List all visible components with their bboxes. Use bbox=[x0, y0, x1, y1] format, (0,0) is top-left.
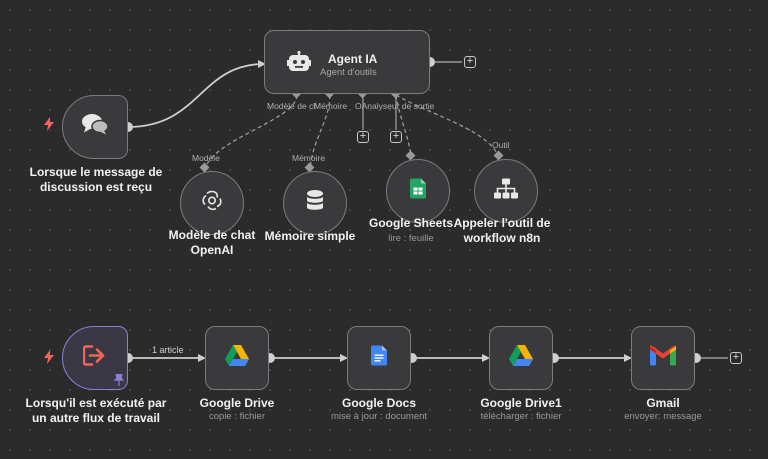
sign-in-icon bbox=[82, 345, 107, 372]
openai-chat-model-label: Modèle de chat OpenAI bbox=[169, 228, 256, 258]
google-drive-icon bbox=[509, 345, 533, 371]
add-tool-button[interactable]: + bbox=[390, 131, 402, 143]
gmail-icon bbox=[650, 345, 676, 371]
label-line: Modèle de chat bbox=[168, 228, 256, 242]
gmail-node[interactable] bbox=[631, 326, 695, 390]
google-drive-icon bbox=[225, 345, 249, 371]
agent-subtitle: Agent d'outils bbox=[320, 67, 377, 78]
google-drive1-label: Google Drive1 bbox=[480, 396, 562, 410]
arrow-head bbox=[198, 354, 206, 362]
call-workflow-tool-label: Appeler l'outil de workflow n8n bbox=[454, 216, 551, 246]
database-icon bbox=[306, 190, 324, 217]
tool-port-label: Outil bbox=[492, 140, 510, 150]
label-line: un autre flux de travail bbox=[31, 411, 161, 425]
robot-icon bbox=[287, 50, 311, 78]
sub-port bbox=[304, 162, 315, 173]
connection-memory bbox=[309, 94, 331, 171]
connection-model bbox=[204, 94, 298, 171]
label-line: workflow n8n bbox=[463, 231, 541, 245]
google-sheets-node[interactable] bbox=[386, 159, 450, 223]
sitemap-icon bbox=[494, 178, 518, 204]
pin-icon bbox=[113, 373, 125, 391]
chat-bubbles-icon bbox=[81, 113, 109, 142]
google-drive1-sublabel: télécharger : fichier bbox=[480, 411, 562, 422]
trigger-bolt-icon bbox=[44, 350, 54, 367]
google-drive-node[interactable] bbox=[205, 326, 269, 390]
subworkflow-trigger-label: Lorsqu'il est exécuté par un autre flux … bbox=[26, 396, 167, 426]
google-docs-label: Google Docs bbox=[341, 396, 417, 410]
label-line: Lorsque le message de bbox=[29, 165, 163, 179]
openai-chat-model-node[interactable] bbox=[180, 171, 244, 235]
google-sheets-sublabel: lire : feuille bbox=[388, 233, 434, 244]
google-docs-sublabel: mise à jour : document bbox=[330, 411, 428, 422]
item-count-label: 1 article bbox=[152, 345, 184, 355]
google-drive-label: Google Drive bbox=[199, 396, 275, 410]
sub-port bbox=[405, 150, 416, 161]
model-port-label: Modèle bbox=[192, 153, 220, 163]
google-drive1-node[interactable] bbox=[489, 326, 553, 390]
gmail-label: Gmail bbox=[646, 396, 680, 410]
add-parser-button[interactable]: + bbox=[357, 131, 369, 143]
trigger-bolt-icon bbox=[44, 117, 54, 134]
add-after-agent-button[interactable]: + bbox=[464, 56, 476, 68]
agent-title: Agent IA bbox=[328, 52, 378, 66]
agent-node[interactable] bbox=[264, 30, 430, 94]
memory-port-label: Mémoire bbox=[292, 153, 326, 163]
sub-port bbox=[199, 162, 210, 173]
agent-port-memory-label: Mémoire bbox=[314, 101, 348, 111]
arrow-head bbox=[340, 354, 348, 362]
label-line: Lorsqu'il est exécuté par bbox=[25, 396, 167, 410]
add-after-gmail-button[interactable]: + bbox=[730, 352, 742, 364]
subworkflow-trigger-node[interactable] bbox=[62, 326, 128, 390]
google-sheets-label: Google Sheets bbox=[368, 216, 454, 230]
chat-trigger-node[interactable] bbox=[62, 95, 128, 159]
simple-memory-label: Mémoire simple bbox=[264, 229, 356, 243]
call-workflow-tool-node[interactable] bbox=[474, 159, 538, 223]
label-line: discussion est reçu bbox=[39, 180, 153, 194]
gmail-sublabel: envoyer: message bbox=[624, 411, 702, 422]
label-line: OpenAI bbox=[190, 243, 234, 257]
arrow-head bbox=[624, 354, 632, 362]
sub-port bbox=[493, 150, 504, 161]
connection-chat-to-agent bbox=[127, 63, 265, 128]
agent-port-parser-label: OAnalyseur de sortie bbox=[355, 101, 435, 111]
google-drive-sublabel: copie : fichier bbox=[209, 411, 265, 422]
google-sheets-icon bbox=[410, 178, 426, 204]
google-docs-node[interactable] bbox=[347, 326, 411, 390]
openai-icon bbox=[201, 190, 223, 217]
arrow-head bbox=[258, 60, 266, 68]
label-line: Appeler l'outil de bbox=[453, 216, 551, 230]
arrow-head bbox=[482, 354, 490, 362]
simple-memory-node[interactable] bbox=[283, 171, 347, 235]
chat-trigger-label: Lorsque le message de discussion est reç… bbox=[30, 165, 163, 195]
connection-tool bbox=[395, 94, 500, 159]
agent-port-model-label: Modèle de cl bbox=[267, 101, 316, 111]
google-docs-icon bbox=[371, 345, 387, 371]
